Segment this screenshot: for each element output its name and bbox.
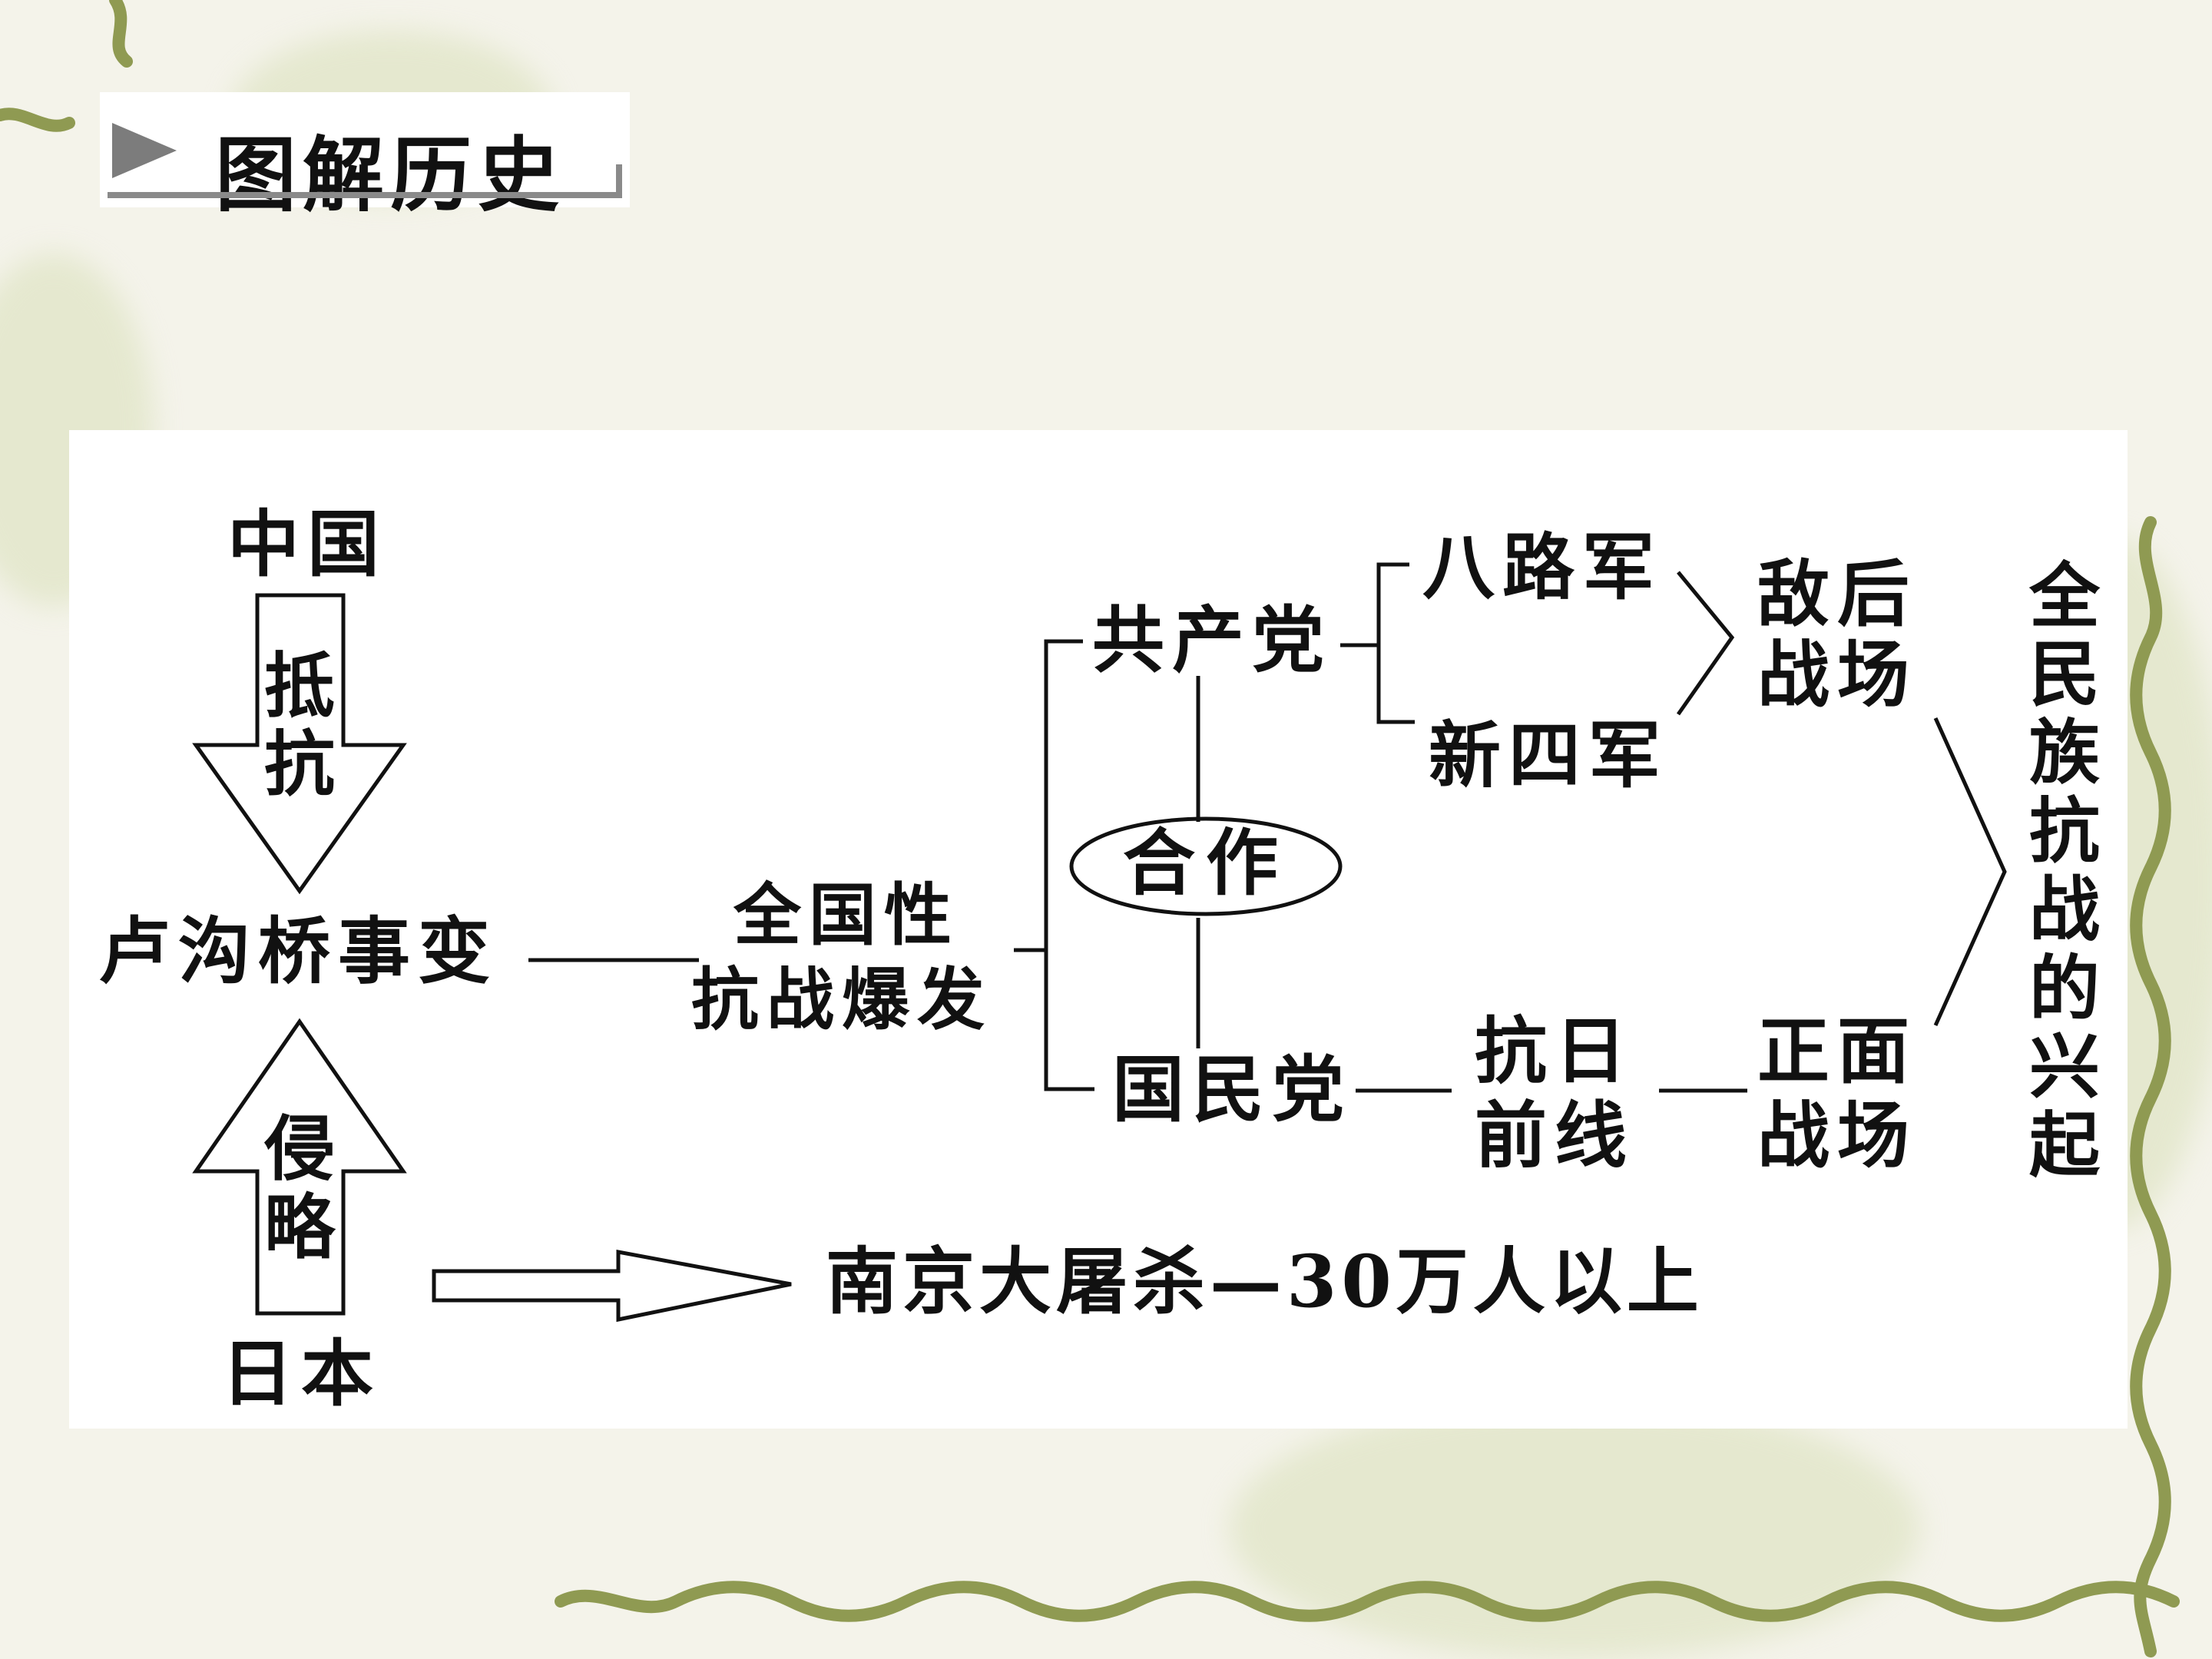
invade-label: 侵略 (263, 1108, 335, 1270)
conclusion-chevron (1933, 717, 2007, 1027)
cooperation-label: 合作 (1123, 821, 1290, 906)
new-fourth-army-label: 新四军 (1429, 714, 1669, 798)
vine-right (2130, 516, 2171, 1657)
kmt-label: 国民党 (1112, 1048, 1353, 1132)
party-bracket (1044, 639, 1094, 1091)
section-title: 图解历史 (215, 128, 565, 223)
nanjing-massacre-label: 南京大屠杀—30万人以上 (826, 1240, 1704, 1324)
china-label: 中国 (227, 502, 388, 587)
invade-arrow (192, 1018, 407, 1316)
eighth-route-army-label: 八路军 (1422, 525, 1663, 610)
front-line-line2: 前线 (1475, 1094, 1635, 1178)
conclusion-label: 全民族抗战的兴起 (2028, 555, 2100, 1187)
section-title-badge: 图解历史 (100, 92, 630, 223)
vine-bottom (555, 1581, 2180, 1622)
resist-arrow (192, 593, 407, 895)
event-label: 卢沟桥事变 (98, 909, 498, 994)
vine-left (0, 108, 75, 132)
front-line-line1: 抗日 (1475, 1009, 1635, 1094)
main-battlefield-line2: 战场 (1757, 1094, 1918, 1178)
title-underline-tick (616, 164, 622, 198)
rear-chevron (1676, 571, 1735, 716)
title-underline (108, 192, 622, 198)
japan-label: 日本 (221, 1332, 382, 1416)
rear-battlefield-line1: 敌后 (1757, 552, 1918, 637)
resist-label: 抵抗 (263, 644, 335, 806)
massacre-arrow (432, 1249, 792, 1323)
outbreak-label-line2: 抗战爆发 (691, 959, 993, 1039)
main-battlefield-line1: 正面 (1757, 1009, 1918, 1094)
play-triangle-icon (112, 123, 177, 178)
vine-top-left (109, 0, 133, 68)
army-bracket (1376, 562, 1415, 724)
ccp-label: 共产党 (1092, 598, 1333, 683)
outbreak-label-line1: 全国性 (733, 875, 960, 955)
cooperation-ellipse (1069, 816, 1343, 916)
rear-battlefield-line2: 战场 (1757, 633, 1918, 717)
diagram-panel (69, 430, 2128, 1429)
